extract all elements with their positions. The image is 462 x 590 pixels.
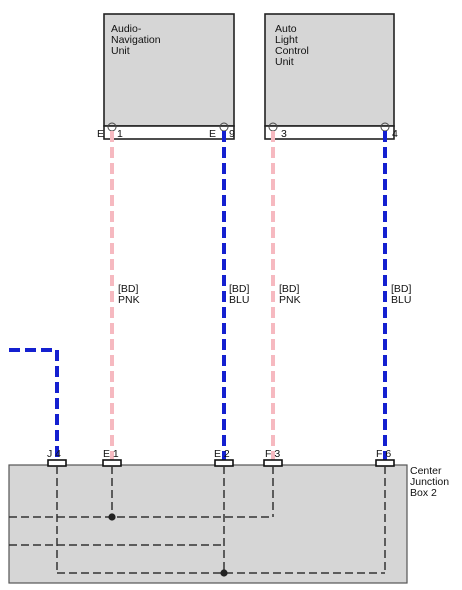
wire-label-blu-audio-line-2: BLU <box>229 294 249 306</box>
wire-label-blu-alc: [BD] BLU <box>391 283 414 306</box>
audio-unit-name-line-2: Navigation <box>111 34 161 46</box>
jb-internal-wiring <box>9 466 386 574</box>
audio-pin9-number: 9 <box>229 128 235 140</box>
jb-connector-f3-label: F 3 <box>265 448 280 460</box>
audio-pin1-connector-letter: E <box>97 128 104 140</box>
wire-label-blu-alc-line-2: BLU <box>391 294 411 306</box>
jb-connector-e1 <box>102 459 122 467</box>
alc-unit-name-line-1: Auto <box>275 23 297 35</box>
auto-light-control-unit-connector-strip <box>264 125 395 140</box>
audio-navigation-unit-box <box>103 13 235 127</box>
wire-label-pnk-alc-line-1: [BD] <box>279 283 300 295</box>
audio-unit-name: Audio- Navigation Unit <box>111 23 164 57</box>
audio-pin1-number: 1 <box>117 128 123 140</box>
junction-box-name-line-1: Center <box>410 465 442 477</box>
jb-connector-j4 <box>47 459 67 467</box>
jb-splice-upper <box>108 513 116 521</box>
jb-connector-f3 <box>263 459 283 467</box>
wire-blu-left-to-j4 <box>9 348 59 460</box>
wire-label-pnk-alc-line-2: PNK <box>279 294 301 306</box>
jb-connector-e1-label: E 1 <box>103 448 119 460</box>
auto-light-control-unit-box <box>264 13 395 127</box>
junction-box-name: Center Junction Box 2 <box>410 465 452 499</box>
wire-label-pnk-audio-line-1: [BD] <box>118 283 139 295</box>
alc-unit-name-line-3: Control <box>275 45 309 57</box>
audio-unit-name-line-1: Audio- <box>111 23 142 35</box>
wire-label-pnk-alc: [BD] PNK <box>279 283 302 306</box>
jb-connector-e2 <box>214 459 234 467</box>
wire-label-pnk-audio-line-2: PNK <box>118 294 140 306</box>
audio-navigation-unit-connector-strip <box>103 125 235 140</box>
jb-connector-e2-label: E 2 <box>214 448 230 460</box>
alc-unit-name: Auto Light Control Unit <box>275 23 312 68</box>
jb-splice-lower <box>220 569 228 577</box>
audio-pin9-connector-letter: E <box>209 128 216 140</box>
jb-connector-f6-label: F 6 <box>376 448 391 460</box>
wire-label-blu-alc-line-1: [BD] <box>391 283 412 295</box>
alc-unit-name-line-4: Unit <box>275 56 294 68</box>
alc-pin3-number: 3 <box>281 128 287 140</box>
jb-connector-f6 <box>375 459 395 467</box>
center-junction-box <box>8 464 408 584</box>
jb-connector-j4-label: J 4 <box>47 448 61 460</box>
alc-unit-name-line-2: Light <box>275 34 298 46</box>
audio-unit-name-line-3: Unit <box>111 45 130 57</box>
wire-label-blu-audio-line-1: [BD] <box>229 283 250 295</box>
wire-label-blu-audio: [BD] BLU <box>229 283 252 306</box>
alc-pin4-number: 4 <box>392 128 398 140</box>
junction-box-name-line-2: Junction <box>410 476 449 488</box>
junction-box-name-line-3: Box 2 <box>410 487 437 499</box>
wire-label-pnk-audio: [BD] PNK <box>118 283 141 306</box>
